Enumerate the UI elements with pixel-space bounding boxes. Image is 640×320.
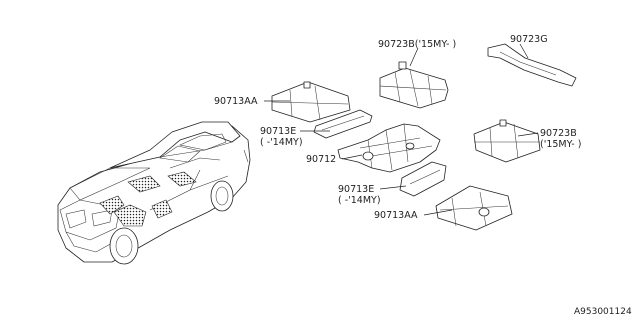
floor-mat-center: [167, 171, 197, 187]
label-90723g: 90723G: [510, 34, 548, 45]
part-90713e-bottom: [399, 161, 447, 197]
label-90713e-bottom-note: ( -'14MY): [338, 195, 381, 206]
label-90713e-top-note: ( -'14MY): [260, 137, 303, 148]
floor-mat-rear-left: [127, 175, 161, 193]
callout-labels: 90723B('15MY- ) 90723G 90713AA 90713E ( …: [214, 34, 632, 317]
leader-lines: [264, 43, 539, 216]
label-90713aa-top: 90713AA: [214, 96, 258, 107]
label-90723b-right: 90723B: [540, 128, 577, 139]
part-90723b-top: [379, 61, 449, 109]
floor-mat-rear-right: [151, 199, 173, 219]
label-90723b-right-note: ('15MY- ): [540, 139, 581, 150]
catalog-number: A953001124: [574, 307, 632, 317]
part-90713aa-top: [271, 81, 351, 123]
part-90723g: [487, 43, 577, 87]
part-90712: [337, 123, 441, 173]
part-90723b-right: [473, 119, 541, 163]
label-90713e-bottom: 90713E: [338, 184, 374, 195]
label-90713e-top: 90713E: [260, 126, 296, 137]
floor-mat-front-left: [99, 195, 125, 215]
part-90713aa-bottom: [435, 185, 513, 231]
label-90712: 90712: [306, 154, 336, 165]
label-90713aa-bottom: 90713AA: [374, 210, 418, 221]
label-90723b-top: 90723B('15MY- ): [378, 39, 456, 50]
car-illustration: [57, 121, 251, 265]
floor-mat-front-right: [113, 204, 147, 227]
